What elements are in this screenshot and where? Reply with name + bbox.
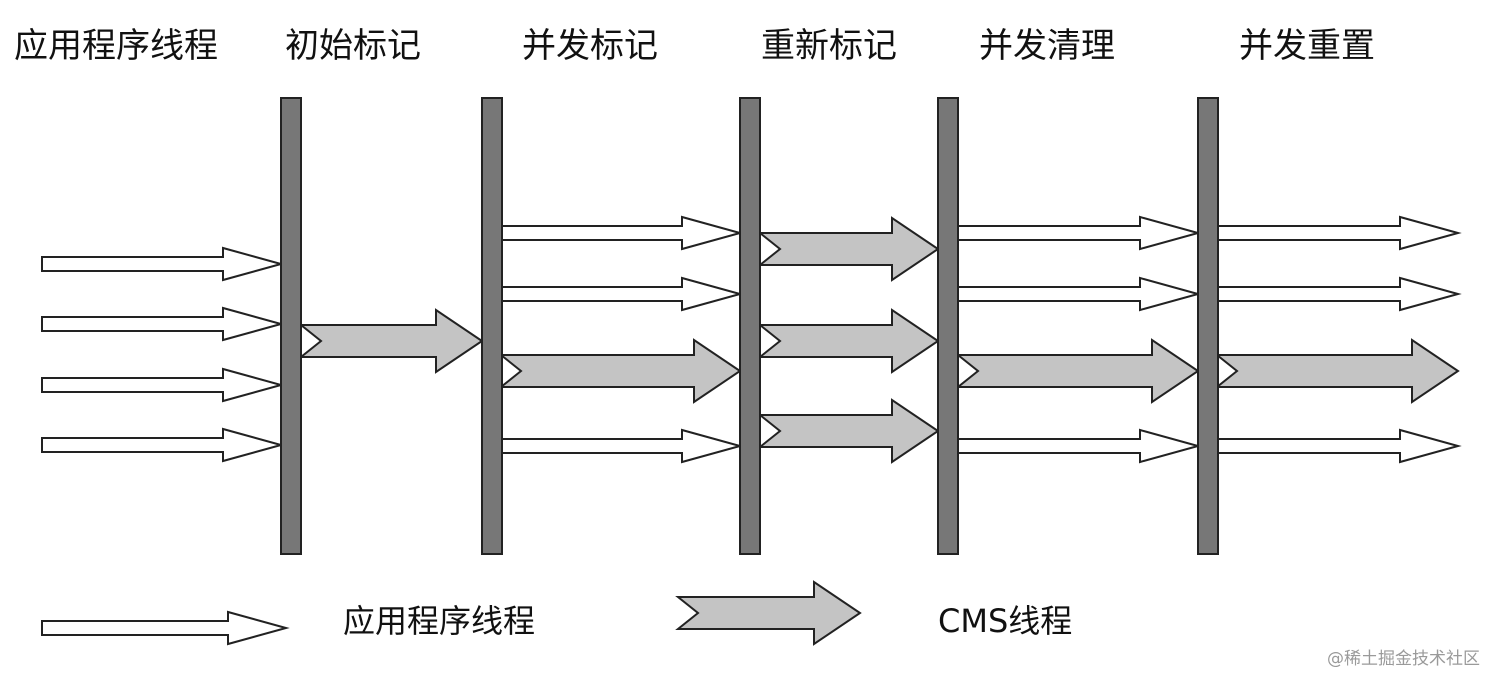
legend-app-thread-label: 应用程序线程 [343,602,535,640]
header-app-thread-label: 应用程序线程 [14,26,218,66]
app-thread-arrow-17 [1216,215,1462,251]
phase-barrier-3 [739,97,761,555]
cms-thread-arrow-11 [757,308,940,374]
app-thread-arrow-16 [957,428,1202,464]
app-thread-arrow-6 [500,215,744,251]
cms-thread-arrow-15 [955,338,1200,404]
phase-label-concurrent-mark: 并发标记 [522,26,658,66]
phase-label-remark: 重新标记 [761,26,897,66]
watermark-text: @稀土掘金技术社区 [1327,649,1480,669]
app-thread-arrow-13 [957,215,1202,251]
legend-cms-thread-label: CMS线程 [938,602,1072,640]
legend-arrow-layer [41,580,862,646]
phase-label-concurrent-sweep: 并发清理 [979,26,1115,66]
cms-thread-arrow-10 [757,216,940,282]
app-thread-arrow-18 [1216,276,1462,312]
phase-barrier-5 [1197,97,1219,555]
app-thread-arrow-7 [500,276,744,312]
app-thread-arrow-20 [1216,428,1462,464]
cms-thread-arrow-12 [757,398,940,464]
app-thread-arrow-14 [957,276,1202,312]
legend-cms-thread-arrow [675,580,862,646]
legend-app-thread-arrow [41,610,290,646]
cms-thread-arrow-5 [298,308,484,374]
phase-barrier-1 [280,97,302,555]
phase-label-initial-mark: 初始标记 [285,26,421,66]
phase-label-concurrent-reset: 并发重置 [1239,26,1375,66]
app-thread-arrow-9 [500,428,744,464]
cms-thread-arrow-8 [498,338,742,404]
app-thread-arrow-4 [41,427,285,463]
arrow-layer [41,215,1462,464]
app-thread-arrow-3 [41,367,285,403]
cms-thread-arrow-19 [1214,338,1460,404]
app-thread-arrow-2 [41,306,285,342]
phase-barrier-2 [481,97,503,555]
barrier-layer [280,97,1219,555]
phase-barrier-4 [937,97,959,555]
app-thread-arrow-1 [41,246,285,282]
